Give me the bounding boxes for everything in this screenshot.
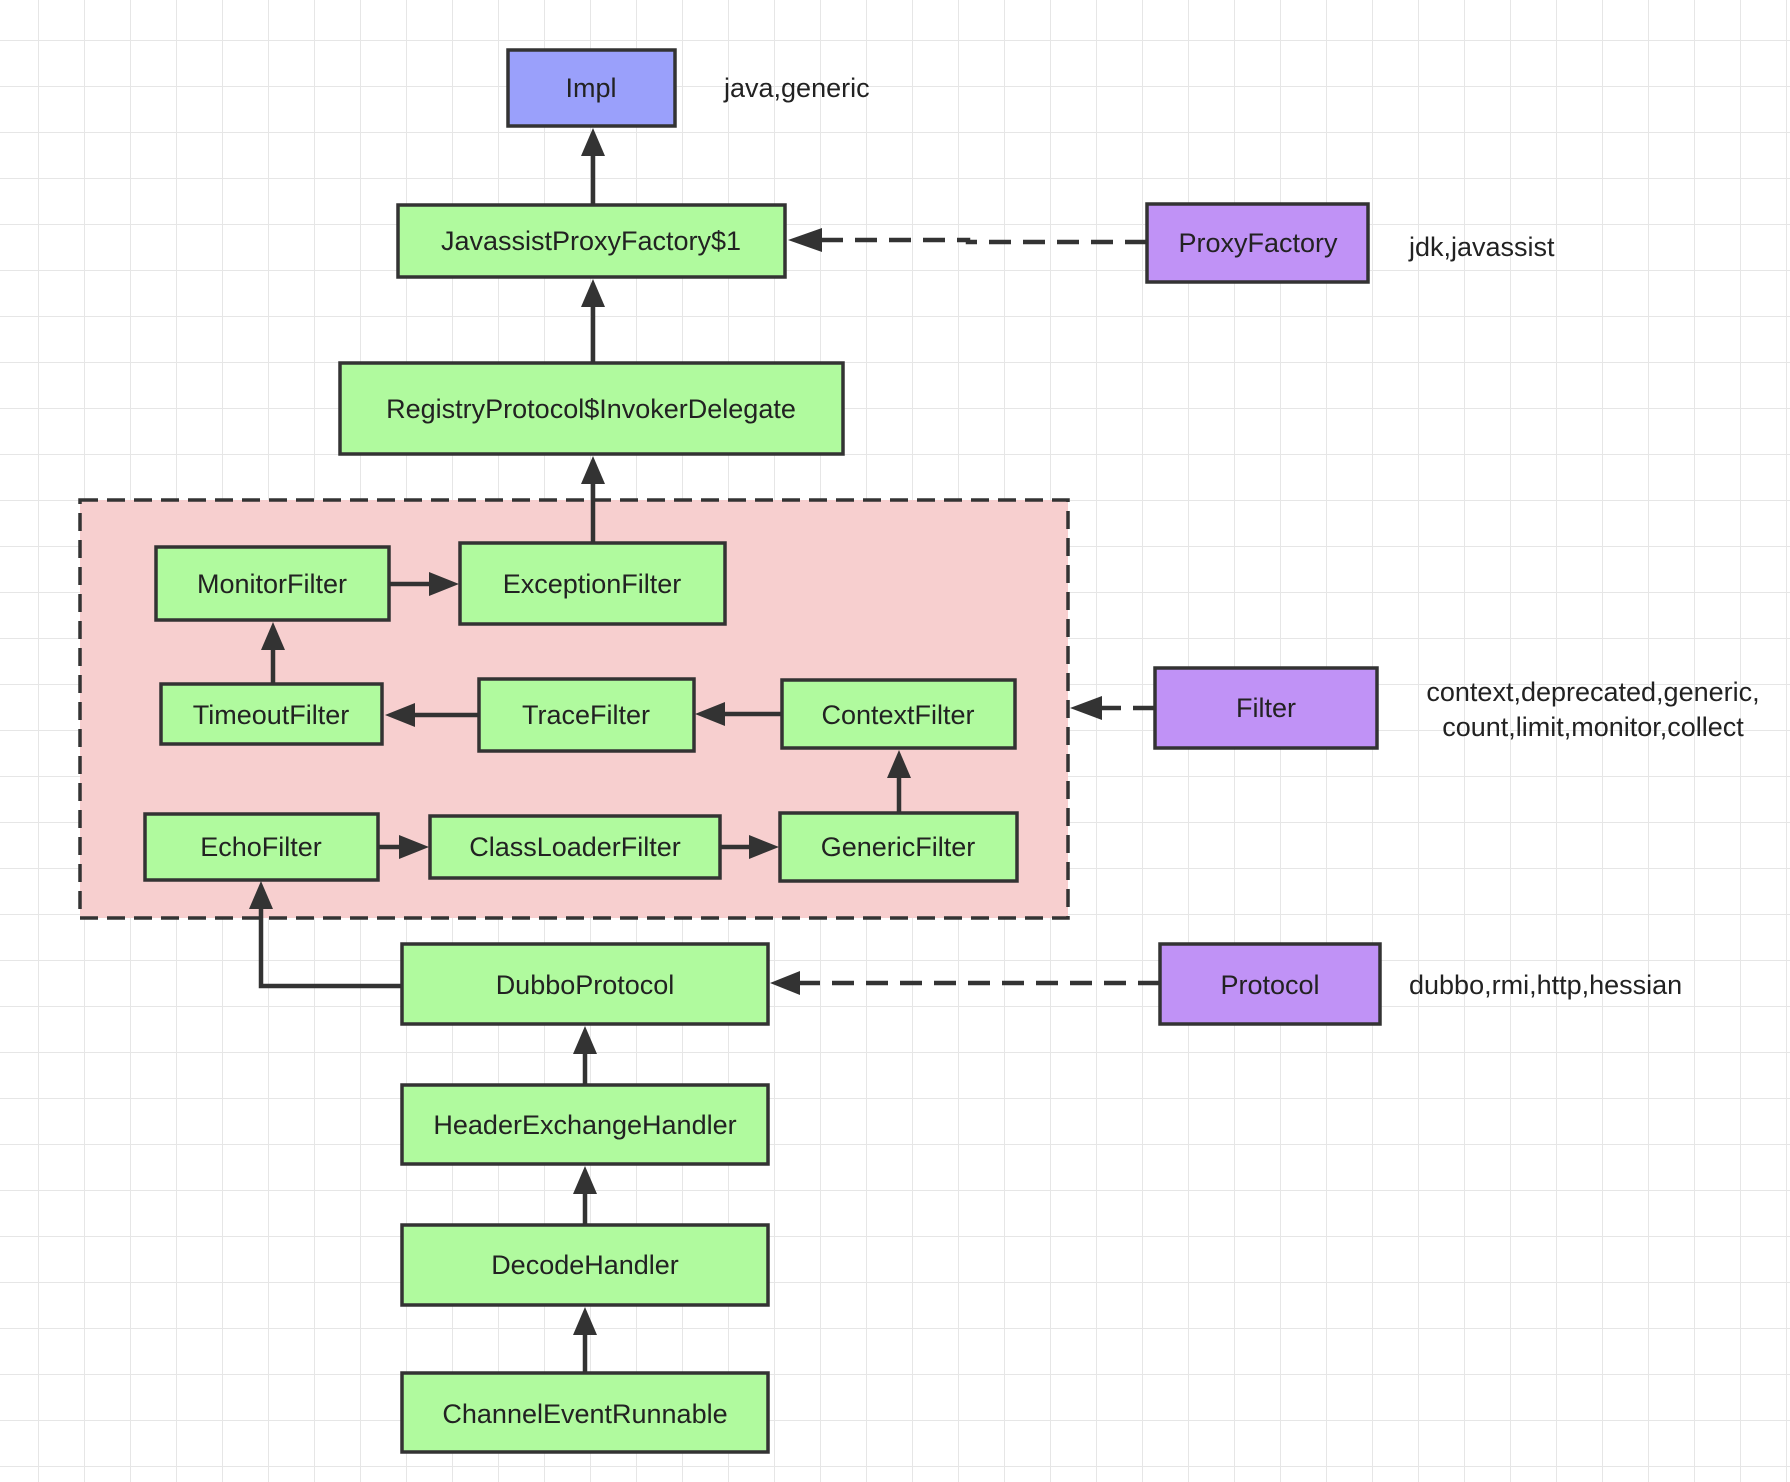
node-protocol-label: Protocol bbox=[1220, 970, 1319, 1000]
node-header-exchange-handler[interactable]: HeaderExchangeHandler bbox=[400, 1083, 770, 1166]
node-header-exchange-handler-label: HeaderExchangeHandler bbox=[433, 1110, 736, 1140]
node-filter[interactable]: Filter bbox=[1153, 666, 1379, 750]
edge-exception-to-registry bbox=[581, 456, 605, 542]
node-classloader-filter-label: ClassLoaderFilter bbox=[469, 832, 681, 862]
node-echo-filter-label: EchoFilter bbox=[200, 832, 322, 862]
edge-channel-to-decode bbox=[573, 1307, 597, 1373]
node-generic-filter[interactable]: GenericFilter bbox=[778, 811, 1019, 883]
node-channel-event-runnable[interactable]: ChannelEventRunnable bbox=[400, 1371, 770, 1454]
edge-registry-to-javassist bbox=[581, 279, 605, 363]
node-impl[interactable]: Impl bbox=[506, 48, 677, 128]
node-proxy-factory[interactable]: ProxyFactory bbox=[1145, 202, 1370, 284]
node-monitor-filter[interactable]: MonitorFilter bbox=[154, 545, 391, 622]
node-filter-label: Filter bbox=[1236, 693, 1296, 723]
edge-echo-to-classloader bbox=[378, 835, 429, 859]
node-impl-label: Impl bbox=[565, 73, 616, 103]
node-registry-protocol-invoker-delegate-label: RegistryProtocol$InvokerDelegate bbox=[386, 394, 796, 424]
edge-dubbo-to-echo bbox=[249, 881, 402, 989]
edge-filter-to-group bbox=[1070, 696, 1155, 720]
node-decode-handler[interactable]: DecodeHandler bbox=[400, 1223, 770, 1307]
node-context-filter-label: ContextFilter bbox=[821, 700, 974, 730]
edge-javassist-to-impl bbox=[581, 128, 605, 205]
node-decode-handler-label: DecodeHandler bbox=[491, 1250, 679, 1280]
node-protocol[interactable]: Protocol bbox=[1158, 942, 1382, 1026]
edge-protocol-to-dubbo bbox=[770, 971, 1160, 995]
node-generic-filter-label: GenericFilter bbox=[821, 832, 976, 862]
note-filter-line1: context,deprecated,generic, bbox=[1426, 677, 1759, 707]
node-registry-protocol-invoker-delegate[interactable]: RegistryProtocol$InvokerDelegate bbox=[338, 361, 845, 456]
edge-decode-to-header bbox=[573, 1166, 597, 1225]
edge-generic-to-context bbox=[887, 750, 911, 812]
edge-proxyfactory-to-javassist bbox=[788, 228, 1147, 252]
node-classloader-filter[interactable]: ClassLoaderFilter bbox=[428, 814, 722, 880]
node-timeout-filter[interactable]: TimeoutFilter bbox=[159, 682, 384, 746]
node-channel-event-runnable-label: ChannelEventRunnable bbox=[442, 1399, 727, 1429]
node-trace-filter[interactable]: TraceFilter bbox=[477, 677, 696, 753]
edge-trace-to-timeout bbox=[385, 703, 478, 727]
node-exception-filter-label: ExceptionFilter bbox=[503, 569, 682, 599]
node-trace-filter-label: TraceFilter bbox=[522, 700, 650, 730]
node-echo-filter[interactable]: EchoFilter bbox=[143, 812, 380, 882]
node-javassist-proxy-factory[interactable]: JavassistProxyFactory$1 bbox=[396, 203, 787, 279]
edge-monitor-to-exception bbox=[390, 572, 459, 596]
edges bbox=[249, 128, 1160, 1373]
note-impl: java,generic bbox=[723, 73, 870, 103]
edge-timeout-to-monitor bbox=[261, 622, 285, 684]
node-dubbo-protocol[interactable]: DubboProtocol bbox=[400, 942, 770, 1026]
node-javassist-proxy-factory-label: JavassistProxyFactory$1 bbox=[441, 226, 741, 256]
edge-header-to-dubbo bbox=[573, 1026, 597, 1085]
node-proxy-factory-label: ProxyFactory bbox=[1178, 228, 1338, 258]
note-protocol: dubbo,rmi,http,hessian bbox=[1409, 970, 1682, 1000]
node-timeout-filter-label: TimeoutFilter bbox=[193, 700, 350, 730]
note-proxy-factory: jdk,javassist bbox=[1408, 232, 1555, 262]
note-filter-line2: count,limit,monitor,collect bbox=[1442, 712, 1744, 742]
edge-classloader-to-generic bbox=[721, 835, 779, 859]
node-monitor-filter-label: MonitorFilter bbox=[197, 569, 347, 599]
node-exception-filter[interactable]: ExceptionFilter bbox=[458, 541, 727, 626]
edge-context-to-trace bbox=[695, 702, 782, 726]
node-dubbo-protocol-label: DubboProtocol bbox=[496, 970, 675, 1000]
node-context-filter[interactable]: ContextFilter bbox=[780, 678, 1017, 750]
